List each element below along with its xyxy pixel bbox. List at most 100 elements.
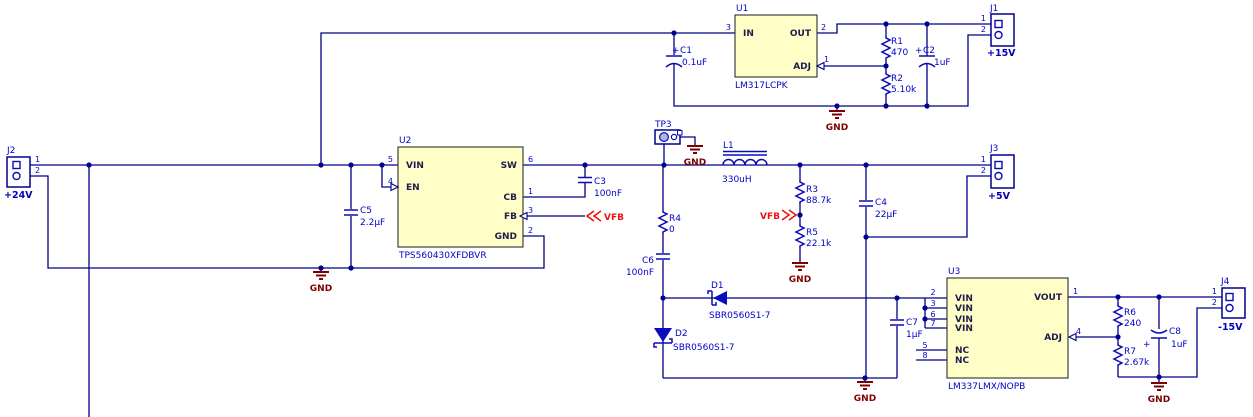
wire [866,175,991,238]
l1-ref: L1 [723,141,734,151]
u3-pin-vin3-num: 3 [930,299,935,308]
r3-value: 88.7k [806,196,832,206]
vfb-chevron-icon [592,210,602,222]
c5-value: 2.2µF [360,218,385,228]
gnd-symbol-pump: GND [854,381,876,404]
r2-ref: R2 [891,74,903,84]
resistor-r5[interactable]: R5 22.1k [794,224,832,249]
resistor-r3[interactable]: R3 88.7k [794,180,832,206]
capacitor-c1[interactable]: + C1 0.1uF [665,46,707,68]
u1-pin-in-num: 3 [726,23,731,32]
capacitor-c8[interactable]: + C8 1uF [1143,327,1188,350]
c3-value: 100nF [594,189,622,199]
c7-ref: C7 [906,318,918,328]
r3-symbol [794,180,806,204]
u3-pin-nc8-name: NC [955,356,970,366]
inductor-l1[interactable]: L1 330uH [722,141,768,185]
testpoint-tp3[interactable]: TP3 [654,120,683,145]
j2-pin2-pad [12,171,21,181]
r1-value: 470 [891,48,908,58]
resistor-r1[interactable]: R1 470 [880,36,908,60]
connector-j2[interactable]: J2 +24V 1 2 [4,146,40,201]
connector-j4[interactable]: J4 -15V 1 2 [1212,277,1246,333]
r7-ref: R7 [1124,347,1136,357]
gnd-symbol-top: GND [826,110,848,133]
c5-ref: C5 [360,206,372,216]
capacitor-c6[interactable]: C6 100nF [626,253,670,278]
u1-pin-adj-name: ADJ [793,62,811,72]
u2-pin-sw-name: SW [501,161,517,171]
u3-pin-adj-name: ADJ [1044,333,1062,343]
c8-plate-neg [1150,329,1168,334]
connector-j3[interactable]: J3 +5V 1 2 [981,144,1015,202]
r6-ref: R6 [1124,308,1136,318]
j2-pin1-num: 1 [35,155,40,164]
gnd-icon [829,110,845,119]
gnd-symbol-divider: GND [789,262,811,285]
junction-dots [86,21,1162,381]
u1-adj-input-arrow-icon [815,61,825,71]
u2-fb-input-arrow-icon [518,211,528,221]
resistor-r2[interactable]: R2 5.10k [880,72,917,96]
resistor-r7[interactable]: R7 2.67k [1112,343,1150,368]
tp3-pad2 [670,133,678,141]
capacitor-c4[interactable]: C4 22µF [859,198,897,220]
tp3-pin-marker [677,130,683,136]
u2-en-input-arrow-icon [390,182,400,192]
u2-pin-en-num: 4 [388,177,393,186]
u2-pin-en-name: EN [406,183,420,193]
j2-pin1-pad [12,160,21,170]
c8-value: 1uF [1171,340,1188,350]
c1-plus: + [672,46,680,56]
gnd-icon [313,271,329,280]
j4-pin1-num: 1 [1212,287,1217,296]
c8-ref: C8 [1169,327,1181,337]
gnd-symbol-tp3: GND [684,145,706,168]
c1-ref: C1 [680,46,692,56]
tp3-ref: TP3 [654,120,672,130]
r6-value: 240 [1124,319,1141,329]
connector-j1[interactable]: J1 +15V 1 2 [981,4,1016,59]
c5-symbol [344,209,358,216]
gnd-label: GND [684,158,706,168]
tp3-pad1 [658,132,669,143]
gnd-symbol-lm337: GND [1148,382,1170,405]
c3-symbol [578,176,592,184]
l1-coil [722,158,768,166]
c8-plus: + [1143,340,1151,350]
diode-d2[interactable]: D2 SBR0560S1-7 [653,328,734,353]
j3-ref: J3 [989,144,998,154]
net-label-vfb-fb[interactable]: VFB [585,210,624,223]
net-label-vfb-divider[interactable]: VFB [760,209,798,222]
ic-u2[interactable]: U2 TPS560430XFDBVR VIN EN SW CB FB GND 5… [388,136,533,261]
resistor-r6[interactable]: R6 240 [1112,304,1141,329]
u1-ref: U1 [736,4,748,14]
d1-ref: D1 [711,281,724,291]
j4-pin1-pad [1225,292,1234,302]
ic-u3[interactable]: U3 LM337LMX/NOPB VIN VIN VIN VIN NC NC V… [922,267,1081,392]
j1-pin2-pad [994,30,1003,40]
j1-pin1-num: 1 [981,14,986,23]
vfb-chevron-icon [585,210,595,222]
j3-pin2-pad [994,171,1003,181]
u1-pin-out-name: OUT [790,29,812,39]
u3-adj-input-arrow-icon [1067,332,1077,342]
ic-u1[interactable]: U1 LM317LCPK IN OUT ADJ 3 2 1 [726,4,829,91]
capacitor-c2[interactable]: + C2 1uF [915,46,951,68]
resistor-r4[interactable]: R4 0 [657,210,681,235]
diode-d1[interactable]: D1 SBR0560S1-7 [707,281,770,321]
capacitor-c3[interactable]: C3 100nF [578,176,622,199]
u2-pin-sw-num: 6 [528,155,533,164]
u3-body [946,277,1069,379]
c2-ref: C2 [923,46,935,56]
c7-value: 1µF [906,330,923,340]
l1-value: 330uH [722,175,752,185]
j4-pin2-num: 2 [1212,298,1217,307]
r5-value: 22.1k [806,239,832,249]
capacitor-c5[interactable]: C5 2.2µF [344,206,385,228]
capacitor-c7[interactable]: C7 1µF [890,318,923,340]
r4-symbol [657,210,669,234]
u1-part: LM317LCPK [735,81,789,91]
l1-core-lines [723,150,767,156]
c7-symbol [890,319,904,326]
